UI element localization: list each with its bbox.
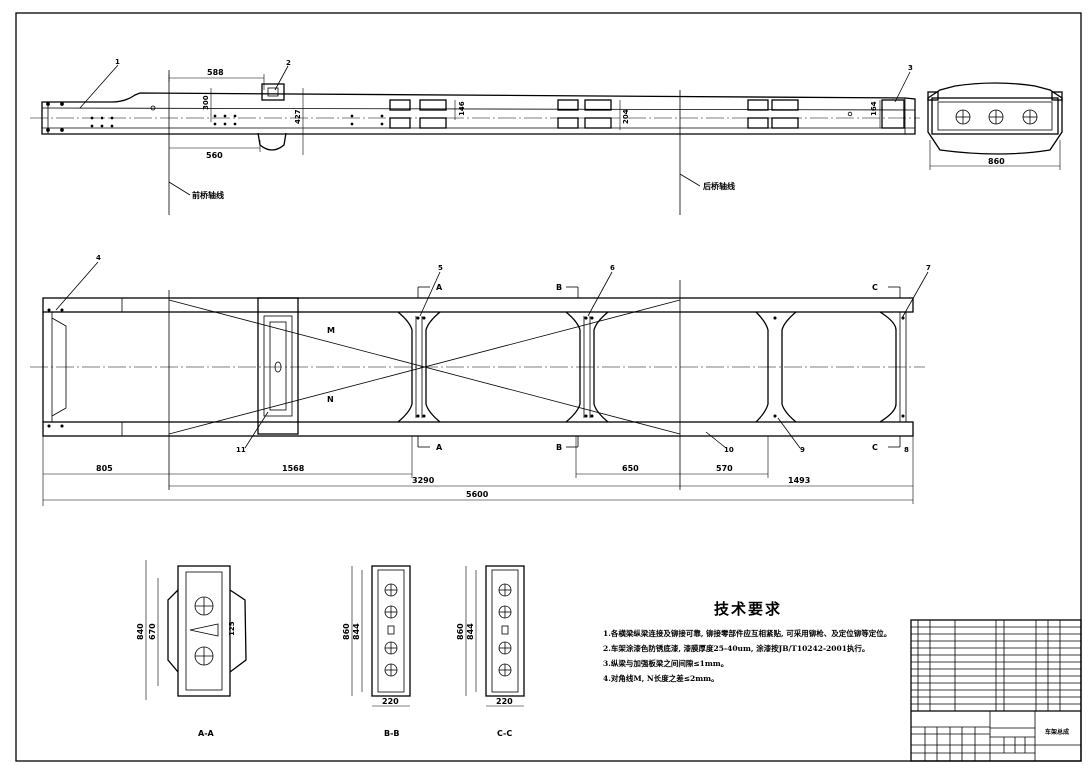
balloon-4: 4 <box>96 254 101 262</box>
dim-570: 570 <box>716 464 733 473</box>
requirement-item: 2.车架涂漆色防锈底漆, 漆膜厚度25-40um, 涂漆按JB/T10242-2… <box>603 644 870 653</box>
balloon-2: 2 <box>286 59 291 67</box>
balloon-8: 8 <box>904 446 909 454</box>
section-mark-b-top: B <box>556 283 562 292</box>
balloon-11: 11 <box>236 446 246 454</box>
dim-300: 300 <box>202 95 210 110</box>
requirement-item: 3.纵梁与加强板梁之间间隙≤1mm。 <box>603 659 729 668</box>
side-view <box>30 64 920 215</box>
dim-588: 588 <box>207 68 224 77</box>
front-axle-label: 前桥轴线 <box>192 190 224 200</box>
section-mark-a-bottom: A <box>436 443 443 452</box>
dim-aa-670: 670 <box>148 623 157 640</box>
balloon-7: 7 <box>926 264 931 272</box>
label-m: M <box>327 326 335 335</box>
balloon-9: 9 <box>800 446 805 454</box>
rear-axle-label: 后桥轴线 <box>703 181 735 191</box>
plan-view <box>30 261 929 506</box>
dim-aa-125: 125 <box>228 621 236 636</box>
label-n: N <box>327 395 334 404</box>
dim-146: 146 <box>458 101 466 116</box>
section-mark-a-top: A <box>436 283 443 292</box>
section-mark-b-bottom: B <box>556 443 562 452</box>
dim-bb-860: 860 <box>342 623 351 640</box>
balloon-5: 5 <box>438 264 443 272</box>
dim-427: 427 <box>294 109 302 124</box>
drawing-border <box>15 12 1082 762</box>
requirement-item: 4.对角线M, N长度之差≤2mm。 <box>603 674 719 683</box>
section-bb <box>351 565 411 707</box>
balloon-6: 6 <box>610 264 615 272</box>
dim-end-860: 860 <box>988 157 1005 166</box>
dim-3290: 3290 <box>412 476 435 485</box>
dim-164: 164 <box>870 101 878 116</box>
section-bb-label: B-B <box>384 729 400 738</box>
requirements-title: 技术要求 <box>714 600 783 618</box>
balloon-1: 1 <box>115 58 120 66</box>
dim-aa-840: 840 <box>136 623 145 640</box>
dim-bb-844: 844 <box>352 623 361 640</box>
balloon-10: 10 <box>724 446 734 454</box>
title-block-drawing-name: 车架总成 <box>1045 728 1069 736</box>
dim-805: 805 <box>96 464 113 473</box>
dim-204: 204 <box>622 109 630 124</box>
dim-bb-220: 220 <box>382 697 399 706</box>
dim-650: 650 <box>622 464 639 473</box>
section-cc <box>465 565 525 707</box>
dim-560: 560 <box>206 151 223 160</box>
balloon-3: 3 <box>908 64 913 72</box>
dim-cc-844: 844 <box>466 623 475 640</box>
section-mark-c-top: C <box>872 283 878 292</box>
dim-1568: 1568 <box>282 464 305 473</box>
section-mark-c-bottom: C <box>872 443 878 452</box>
dim-cc-860: 860 <box>456 623 465 640</box>
title-block <box>910 619 1082 762</box>
end-view <box>927 82 1063 170</box>
section-aa <box>145 560 247 700</box>
dim-1493: 1493 <box>788 476 810 485</box>
requirement-item: 1.各横梁纵梁连接及铆接可靠, 铆接零部件应互相紧贴, 可采用铆枪、及定位铆等定… <box>603 629 892 638</box>
section-aa-label: A-A <box>198 729 215 738</box>
dim-cc-220: 220 <box>496 697 513 706</box>
section-cc-label: C-C <box>497 729 512 738</box>
dim-5600: 5600 <box>466 490 489 499</box>
